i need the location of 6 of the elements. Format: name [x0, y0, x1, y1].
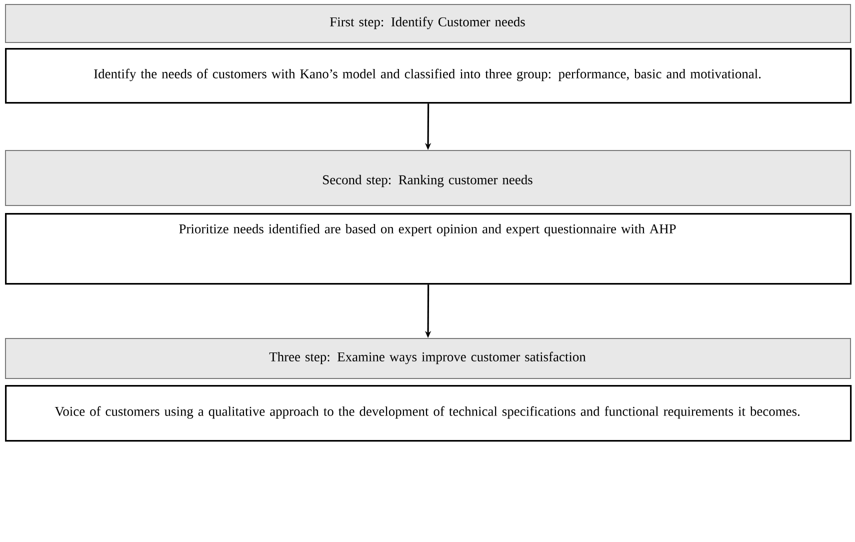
- step-heading-box: Three step: Examine ways improve customer satisfaction: [5, 338, 851, 379]
- step-description-box: Identify the needs of customers with Kano’s model and classified into three group: performance, basic and motivational.: [5, 48, 852, 104]
- step-heading-box: First step: Identify Customer needs: [5, 4, 851, 43]
- step-description-box: Voice of customers using a qualitative approach to the development of technical specifications and functional requirements it becomes.: [5, 385, 852, 442]
- step-heading-box: Second step: Ranking customer needs: [5, 150, 851, 206]
- step-description-box: Prioritize needs identified are based on expert opinion and expert questionnaire with AHP: [5, 213, 852, 285]
